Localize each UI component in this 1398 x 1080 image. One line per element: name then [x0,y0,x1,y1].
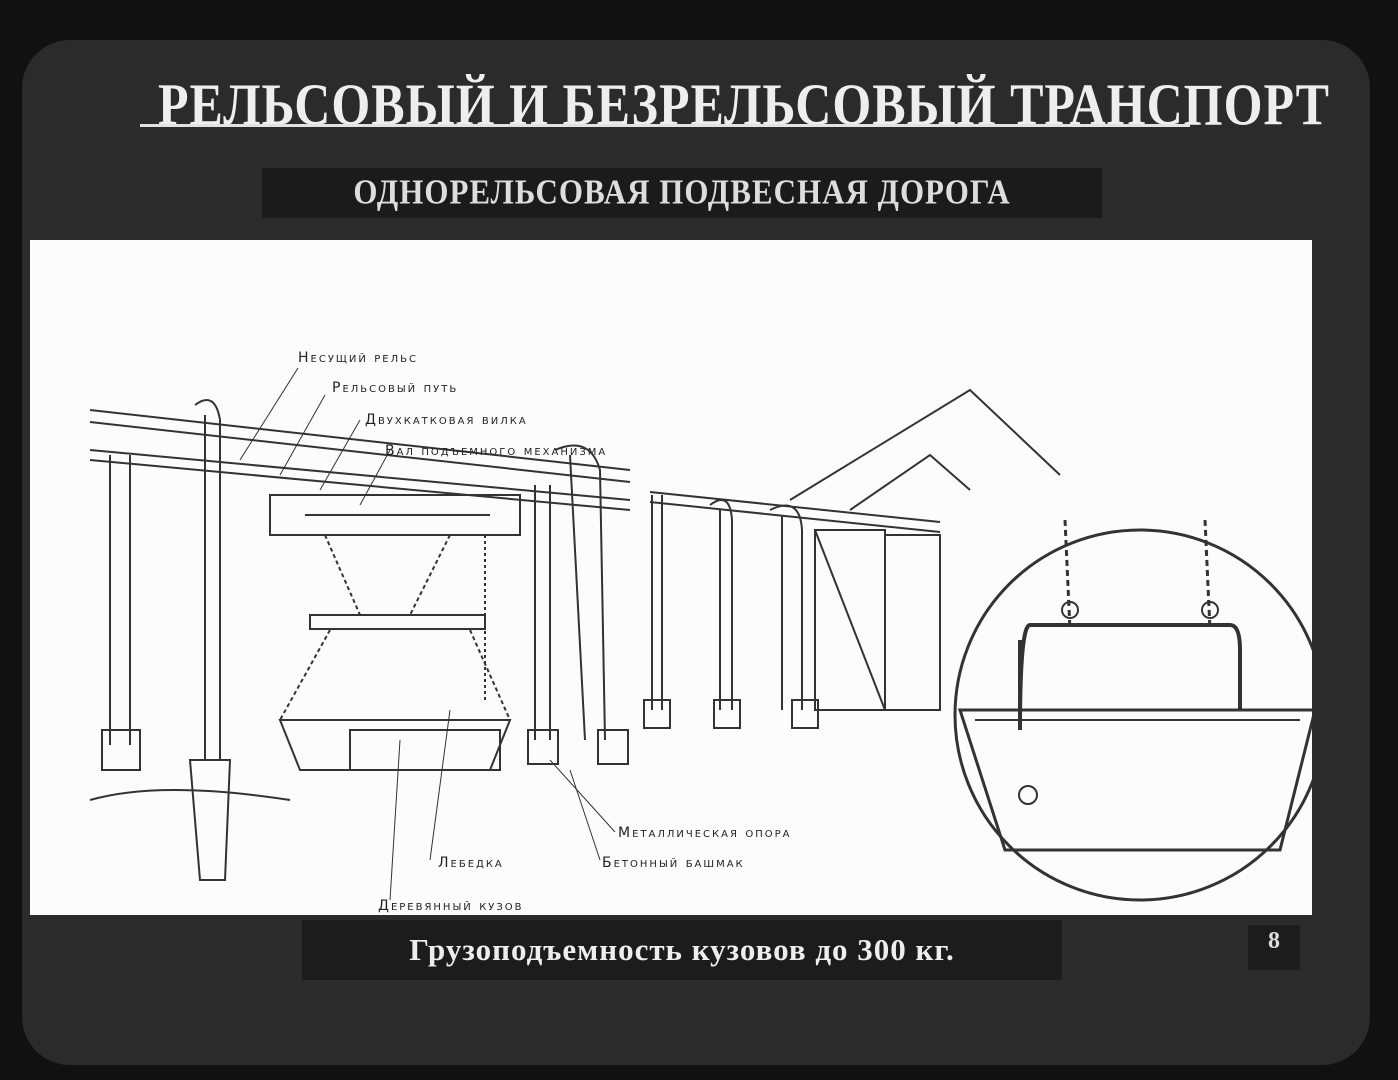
caption-background [302,920,1062,980]
title-underline [140,124,1190,127]
slide-subtitle: ОДНОРЕЛЬСОВАЯ ПОДВЕСНАЯ ДОРОГА [353,172,1011,212]
label-two-roller-fork: Двухкатковая вилка [365,412,528,428]
slide-title: РЕЛЬСОВЫЙ И БЕЗРЕЛЬСОВЫЙ ТРАНСПОРТ [158,71,1330,138]
page-number-background [1248,925,1300,970]
slide-frame: РЕЛЬСОВЫЙ И БЕЗРЕЛЬСОВЫЙ ТРАНСПОРТ ОДНОР… [22,40,1370,1065]
concrete-shoe [101,729,141,771]
wooden-body [278,719,512,771]
illustration-panel: Несущий рельс Рельсовый путь Двухкаткова… [30,240,1312,915]
detail-circle [953,528,1312,902]
shed-roof [789,388,1061,501]
leader-lines-top [239,367,391,506]
carrying-rail-line-lower [89,421,631,483]
label-metal-support: Металлическая опора [618,825,792,841]
slide-caption: Грузоподъемность кузовов до 300 кг. [409,932,955,967]
subtitle-background [262,168,1102,218]
page-number: 8 [1268,928,1280,954]
label-rail-track: Рельсовый путь [332,380,459,396]
label-winch: Лебедка [438,855,504,871]
label-lifting-shaft: Вал подъемного механизма [385,443,608,459]
label-carrying-rail: Несущий рельс [298,350,418,366]
ground-anchor [188,759,232,881]
bucket-body [957,708,1312,852]
metal-support-left [109,455,131,745]
winch-beam [269,494,521,536]
bucket-handle [1018,623,1242,731]
bucket-chains [1063,519,1212,631]
label-wooden-body: Деревянный кузов [378,898,524,914]
label-concrete-shoe: Бетонный башмак [602,855,745,871]
carrying-rail-line [89,409,631,471]
monorail-illustration [89,367,1312,902]
leader-lines-bottom [389,709,616,901]
